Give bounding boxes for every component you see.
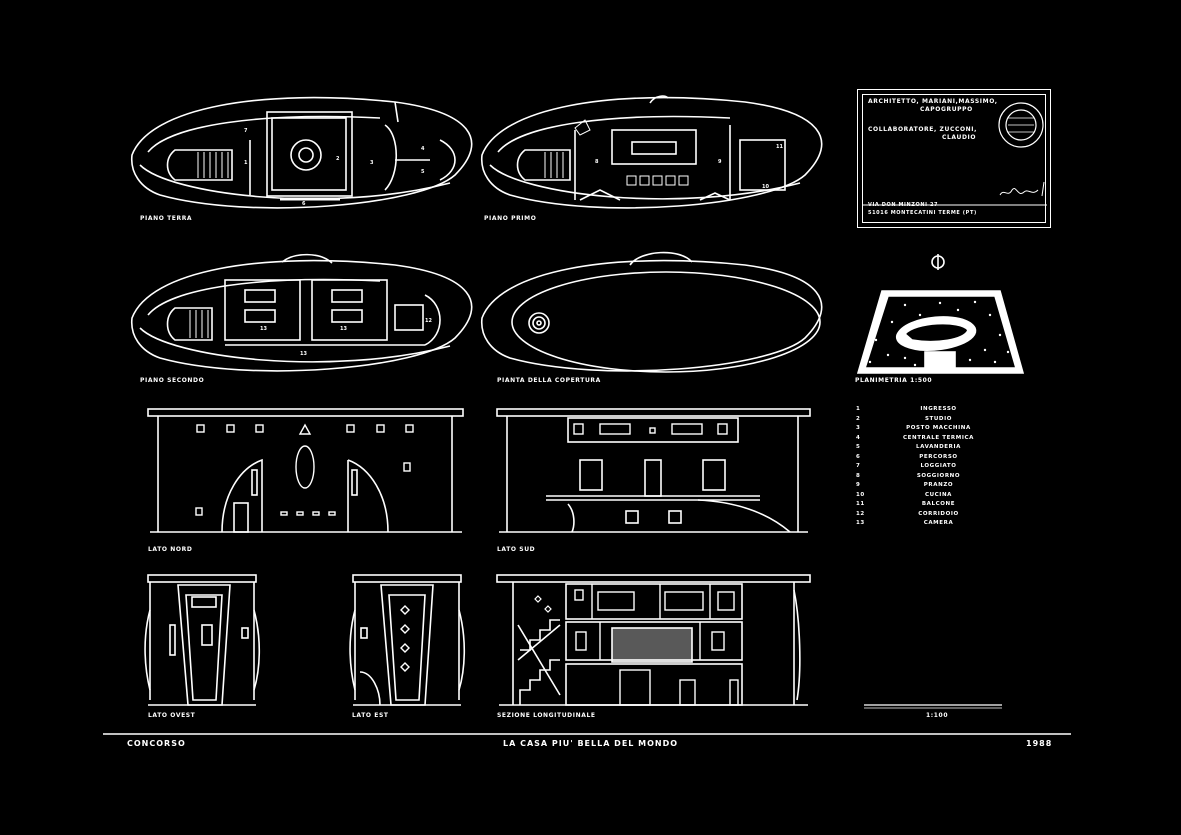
legend-row: 4 CENTRALE TERMICA (856, 435, 1006, 445)
room-number: 12 (425, 318, 432, 324)
label-lato-est: LATO EST (352, 712, 389, 719)
legend-row: 10 CUCINA (856, 492, 1006, 502)
address-street: VIA DON MINZONI 27 (868, 202, 939, 208)
legend-row: 5 LAVANDERIA (856, 444, 1006, 454)
room-numbers: 7 1 2 3 4 5 6 8 9 10 11 13 13 13 12 (244, 128, 783, 357)
plan-piano-secondo (131, 253, 473, 372)
stamp-seal (998, 102, 1044, 148)
legend-number: 10 (856, 491, 865, 498)
room-number: 13 (300, 351, 307, 357)
room-number: 13 (260, 326, 267, 332)
legend-number: 3 (856, 425, 861, 431)
room-number: 7 (244, 128, 248, 134)
section-longitudinale (496, 574, 811, 706)
signature (999, 181, 1045, 197)
title-block-frame (862, 94, 1046, 223)
legend-row: 6 PERCORSO (856, 454, 1006, 464)
legend-room-name: CORRIDOIO (918, 510, 959, 517)
room-number: 2 (336, 156, 340, 162)
room-number: 11 (776, 144, 783, 150)
legend-room-name: PRANZO (923, 482, 954, 488)
room-number: 6 (302, 201, 306, 207)
legend-room-name: LAVANDERIA (916, 444, 961, 450)
legend-room-name: CAMERA (923, 520, 954, 526)
label-lato-ovest: LATO OVEST (148, 712, 196, 719)
legend-number: 4 (856, 434, 861, 441)
legend-room-name: PERCORSO (919, 453, 958, 460)
legend-row: 9 PRANZO (856, 482, 1006, 492)
room-number: 8 (595, 159, 599, 165)
room-number: 5 (421, 169, 425, 175)
legend-row: 13 CAMERA (856, 520, 1006, 530)
architect-name: ARCHITETTO, MARIANI,MASSIMO, (868, 98, 998, 105)
room-number: 4 (421, 146, 425, 152)
label-sezione: SEZIONE LONGITUDINALE (497, 712, 596, 719)
room-number: 3 (370, 160, 374, 166)
label-scale: 1:100 (926, 712, 949, 719)
legend-number: 9 (856, 482, 861, 488)
legend-row: 12 CORRIDOIO (856, 511, 1006, 521)
collaborator-name: COLLABORATORE, ZUCCONI, (868, 126, 978, 133)
legend-room-name: INGRESSO (920, 406, 957, 412)
elevation-lato-ovest (144, 574, 261, 706)
legend-number: 8 (856, 472, 861, 479)
legend-room-name: LOGGIATO (920, 463, 957, 469)
architect-role: CAPOGRUPPO (920, 106, 973, 113)
collaborator-first-name: CLAUDIO (942, 134, 977, 141)
legend-number: 12 (856, 510, 865, 517)
legend-room-name: SOGGIORNO (916, 472, 961, 479)
legend-number: 5 (856, 444, 861, 450)
title-block: ARCHITETTO, MARIANI,MASSIMO, CAPOGRUPPO … (857, 89, 1051, 228)
room-number: 13 (340, 326, 347, 332)
legend-number: 2 (856, 415, 861, 422)
legend-room-name: BALCONE (921, 501, 956, 507)
legend-row: 11 BALCONE (856, 501, 1006, 511)
legend-row: 8 SOGGIORNO (856, 473, 1006, 483)
legend-row: 7 LOGGIATO (856, 463, 1006, 473)
legend-row: 3 POSTO MACCHINA (856, 425, 1006, 435)
legend-room-name: STUDIO (924, 415, 953, 422)
legend-row: 2 STUDIO (856, 416, 1006, 426)
label-piano-secondo: PIANO SECONDO (140, 377, 205, 384)
legend-number: 7 (856, 463, 861, 469)
address-city: 51016 MONTECATINI TERME (PT) (868, 210, 977, 216)
room-number: 9 (718, 159, 722, 165)
legend-row: 1 INGRESSO (856, 406, 1006, 416)
label-lato-sud: LATO SUD (497, 546, 536, 553)
room-legend: 1 INGRESSO 2 STUDIO 3 POSTO MACCHINA 4 CENTRALE… (856, 406, 1006, 530)
north-arrow-icon (931, 254, 945, 270)
footer-title: LA CASA PIU' BELLA DEL MONDO (503, 739, 679, 748)
plan-copertura (481, 251, 823, 373)
label-lato-nord: LATO NORD (148, 546, 193, 553)
room-number: 1 (244, 160, 248, 166)
elevation-lato-nord (147, 408, 464, 533)
footer-concorso: CONCORSO (127, 739, 186, 748)
planimetria-site-plan (856, 290, 1025, 374)
legend-number: 1 (856, 406, 861, 412)
elevation-lato-sud (496, 408, 811, 533)
legend-room-name: CENTRALE TERMICA (903, 434, 974, 441)
footer-year: 1988 (1026, 739, 1053, 748)
plan-piano-primo (481, 95, 823, 209)
label-piano-terra: PIANO TERRA (140, 215, 193, 222)
legend-number: 13 (856, 520, 865, 526)
label-planimetria: PLANIMETRIA 1:500 (855, 377, 933, 384)
legend-number: 11 (856, 501, 865, 507)
legend-room-name: CUCINA (924, 491, 953, 498)
label-piano-primo: PIANO PRIMO (484, 215, 537, 222)
legend-number: 6 (856, 453, 861, 460)
room-number: 10 (762, 184, 769, 190)
elevation-lato-est (349, 574, 466, 706)
plan-piano-terra (131, 96, 473, 209)
legend-room-name: POSTO MACCHINA (906, 425, 971, 431)
label-pianta-copertura: PIANTA DELLA COPERTURA (497, 377, 601, 384)
